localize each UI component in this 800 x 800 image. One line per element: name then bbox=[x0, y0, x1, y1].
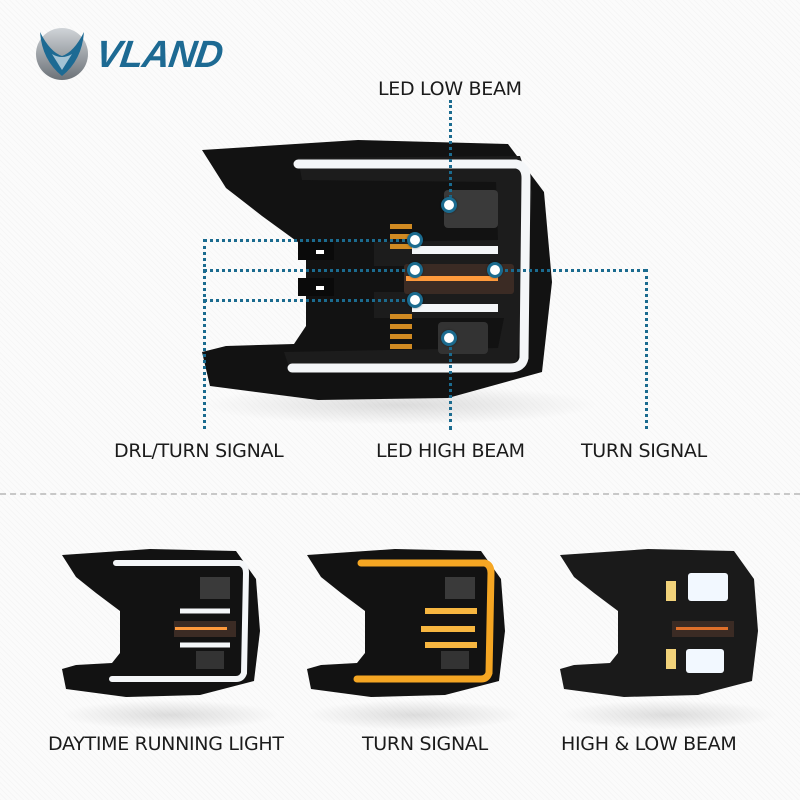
main-headlight-image bbox=[202, 140, 552, 400]
brand-name: VLAND bbox=[93, 34, 225, 76]
turn-signal-v-leader bbox=[645, 269, 648, 429]
beam-shadow bbox=[558, 700, 778, 730]
led-high-beam-label: LED HIGH BEAM bbox=[376, 440, 525, 462]
vland-logo: VLAND bbox=[34, 24, 225, 84]
turn-signal-label: TURN SIGNAL bbox=[581, 440, 707, 462]
vland-emblem-icon bbox=[36, 28, 88, 80]
led-low-beam-label: LED LOW BEAM bbox=[378, 78, 522, 100]
drl-top-leader bbox=[203, 239, 413, 242]
drl-middle-marker bbox=[407, 262, 423, 278]
drl-middle-leader bbox=[203, 269, 413, 272]
turn-shadow bbox=[305, 700, 525, 730]
high-beam-marker bbox=[441, 330, 457, 346]
turn-signal-h-leader bbox=[500, 269, 646, 272]
turn-mode-label: TURN SIGNAL bbox=[362, 733, 488, 755]
low-beam-leader bbox=[449, 100, 452, 204]
drl-turn-signal-label: DRL/TURN SIGNAL bbox=[114, 440, 284, 462]
drl-shadow bbox=[60, 700, 280, 730]
drl-bottom-marker bbox=[407, 292, 423, 308]
turn-signal-marker bbox=[487, 262, 503, 278]
section-divider bbox=[0, 493, 800, 495]
turn-mode-headlight-image bbox=[307, 549, 505, 697]
beam-mode-label: HIGH & LOW BEAM bbox=[561, 733, 737, 755]
high-beam-leader bbox=[449, 340, 452, 430]
drl-mode-label: DAYTIME RUNNING LIGHT bbox=[48, 733, 284, 755]
low-beam-marker bbox=[441, 197, 457, 213]
drl-vertical-leader bbox=[203, 239, 206, 429]
drl-mode-headlight-image bbox=[62, 549, 260, 697]
beam-mode-headlight-image bbox=[560, 549, 758, 697]
drl-top-marker bbox=[407, 232, 423, 248]
drl-bottom-leader bbox=[203, 299, 413, 302]
